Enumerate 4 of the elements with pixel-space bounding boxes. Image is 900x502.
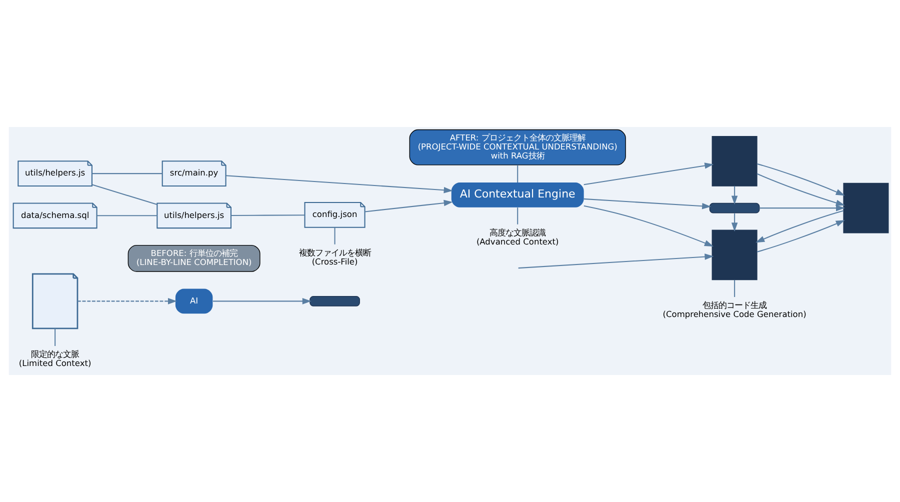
node-text: 高度な文脈認識 (Advanced Context) (476, 227, 559, 246)
node-text: 限定的な文脈 (Limited Context) (18, 348, 92, 368)
node-text: 複数ファイルを横断 (Cross-File) (298, 247, 371, 266)
node-text: 包括的コード生成 (Comprehensive Code Generation) (662, 300, 806, 319)
